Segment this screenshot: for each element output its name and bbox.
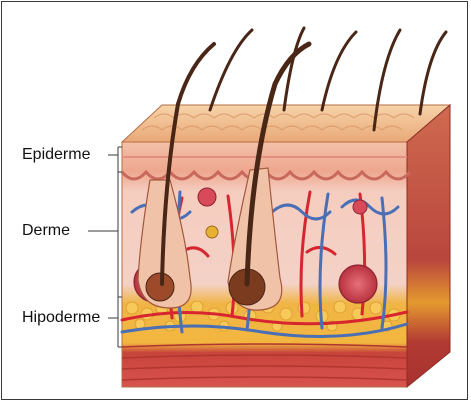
- hair-shaft-4: [284, 28, 304, 110]
- sebaceous-gland-3: [353, 200, 367, 214]
- sebaceous-gland-4: [206, 226, 218, 238]
- bracket-line: [118, 147, 122, 347]
- sebaceous-gland-1: [198, 188, 216, 206]
- label-hypodermis: Hipoderme: [22, 309, 100, 327]
- hair-shaft-3: [210, 30, 252, 110]
- label-epidermis: Epiderme: [22, 146, 90, 164]
- skin-side-face: [407, 105, 450, 387]
- label-dermis: Derme: [22, 222, 70, 240]
- sweat-gland-right: [339, 265, 377, 303]
- hair-bulb-left: [146, 273, 174, 301]
- hair-shaft-7: [420, 32, 446, 114]
- hair-shaft-5: [322, 32, 356, 110]
